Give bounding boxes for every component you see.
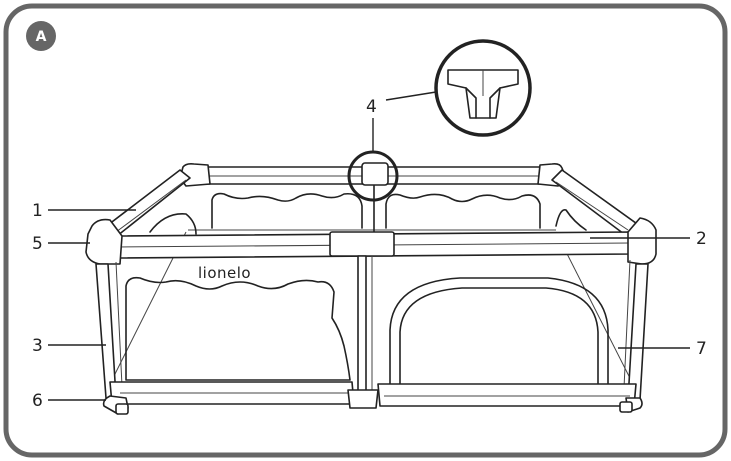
callout-4-leader-inset bbox=[385, 91, 437, 101]
connector-detail-icon bbox=[447, 69, 519, 119]
callout-6: 6 bbox=[32, 391, 43, 411]
bottom-center-connector bbox=[347, 389, 379, 409]
callout-3: 3 bbox=[32, 336, 43, 356]
callout-7: 7 bbox=[696, 339, 707, 359]
back-right-window bbox=[385, 193, 541, 229]
top-center-connector bbox=[361, 162, 389, 186]
brand-logo: lionelo bbox=[198, 264, 251, 282]
callout-5: 5 bbox=[32, 234, 43, 254]
front-center-connector bbox=[329, 231, 395, 257]
right-side-window bbox=[555, 209, 587, 231]
front-left-window bbox=[125, 276, 351, 381]
right-foot-pad bbox=[619, 401, 633, 413]
front-bottom-rail-right bbox=[377, 383, 637, 407]
front-center-post bbox=[357, 255, 367, 401]
back-left-window bbox=[211, 192, 363, 229]
front-left-corner bbox=[85, 218, 123, 265]
callout-4: 4 bbox=[366, 97, 377, 117]
callout-2: 2 bbox=[696, 229, 707, 249]
figure-badge: A bbox=[26, 21, 56, 51]
badge-letter: A bbox=[36, 29, 47, 45]
front-right-door-inner bbox=[399, 287, 599, 391]
left-foot-pad bbox=[115, 403, 129, 415]
callout-1: 1 bbox=[32, 201, 43, 221]
front-right-door bbox=[389, 277, 609, 391]
left-side-window bbox=[149, 213, 197, 235]
connector-detail-inset bbox=[434, 39, 532, 137]
